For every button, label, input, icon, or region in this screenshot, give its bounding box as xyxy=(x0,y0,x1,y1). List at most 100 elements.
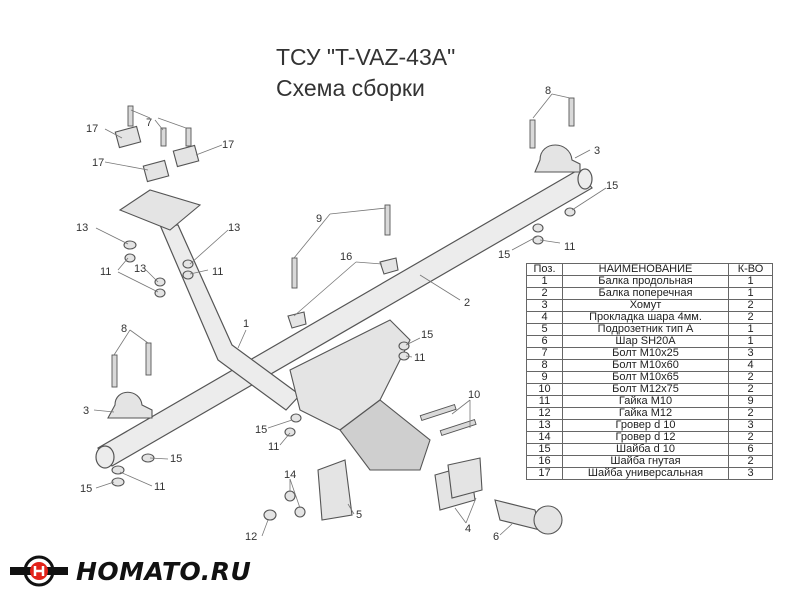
logo-text: HOMATO.RU xyxy=(76,556,252,586)
row-position: 7 xyxy=(526,347,563,360)
callout-11: 11 xyxy=(268,441,279,453)
callout-16: 16 xyxy=(340,251,352,263)
row-quantity: 2 xyxy=(728,431,773,444)
transverse-beam xyxy=(95,168,593,469)
row-position: 9 xyxy=(526,371,563,384)
row-name: Гайка М10 xyxy=(562,395,729,408)
row-name: Гровер d 10 xyxy=(562,419,729,432)
row-position: 12 xyxy=(526,407,563,420)
row-position: 8 xyxy=(526,359,563,372)
row-quantity: 2 xyxy=(728,407,773,420)
row-quantity: 2 xyxy=(728,371,773,384)
callout-8: 8 xyxy=(121,323,127,335)
row-name: Болт М10х60 xyxy=(562,359,729,372)
row-position: 16 xyxy=(526,455,563,468)
row-name: Балка продольная xyxy=(562,275,729,288)
ball-spacers xyxy=(434,457,483,511)
header-quantity: К-ВО xyxy=(728,263,773,276)
tow-ball xyxy=(494,499,563,535)
row-quantity: 9 xyxy=(728,395,773,408)
row-position: 4 xyxy=(526,311,563,324)
row-position: 5 xyxy=(526,323,563,336)
callout-7: 7 xyxy=(146,117,152,129)
row-position: 11 xyxy=(526,395,563,408)
homato-logo: HOMATO.RU xyxy=(8,551,251,591)
callout-13: 13 xyxy=(228,222,240,234)
callout-5: 5 xyxy=(356,509,362,521)
callout-3: 3 xyxy=(83,405,89,417)
callout-labels: 17 7 17 17 8 3 15 13 13 11 13 11 9 16 15… xyxy=(76,85,618,543)
row-position: 15 xyxy=(526,443,563,456)
row-quantity: 2 xyxy=(728,311,773,324)
callout-10: 10 xyxy=(468,389,480,401)
socket-plate xyxy=(317,459,353,521)
row-quantity: 1 xyxy=(728,323,773,336)
callout-2: 2 xyxy=(464,297,470,309)
callout-17: 17 xyxy=(222,139,234,151)
callout-8: 8 xyxy=(545,85,551,97)
row-name: Шайба универсальная xyxy=(562,467,729,480)
callout-17: 17 xyxy=(86,123,98,135)
clamp-left xyxy=(107,391,153,419)
callout-13: 13 xyxy=(76,222,88,234)
row-position: 10 xyxy=(526,383,563,396)
row-name: Хомут xyxy=(562,299,729,312)
row-name: Прокладка шара 4мм. xyxy=(562,311,729,324)
row-name: Гровер d 12 xyxy=(562,431,729,444)
clamp-top xyxy=(534,144,581,173)
row-quantity: 2 xyxy=(728,299,773,312)
row-quantity: 1 xyxy=(728,275,773,288)
row-name: Подрозетник тип А xyxy=(562,323,729,336)
row-quantity: 3 xyxy=(728,347,773,360)
row-position: 3 xyxy=(526,299,563,312)
bolts xyxy=(111,97,575,436)
diagram-title: ТСУ "T-VAZ-43A" xyxy=(276,44,456,70)
callout-15: 15 xyxy=(606,180,618,192)
longitudinal-beam xyxy=(118,189,301,411)
row-name: Болт М12х75 xyxy=(562,383,729,396)
row-name: Шайба гнутая xyxy=(562,455,729,468)
header-position: Поз. xyxy=(526,263,563,276)
callout-11: 11 xyxy=(154,481,165,493)
row-name: Балка поперечная xyxy=(562,287,729,300)
callout-17: 17 xyxy=(92,157,104,169)
row-position: 6 xyxy=(526,335,563,348)
callout-4: 4 xyxy=(465,523,471,535)
row-position: 2 xyxy=(526,287,563,300)
callout-11: 11 xyxy=(212,266,223,278)
callout-12: 12 xyxy=(245,531,257,543)
callout-3: 3 xyxy=(594,145,600,157)
row-position: 1 xyxy=(526,275,563,288)
row-name: Шар SH20A xyxy=(562,335,729,348)
callout-15: 15 xyxy=(255,424,267,436)
callout-15: 15 xyxy=(170,453,182,465)
header-name: НАИМЕНОВАНИЕ xyxy=(562,263,729,276)
table-header-row: Поз. НАИМЕНОВАНИЕ К-ВО xyxy=(526,263,773,276)
callout-15: 15 xyxy=(80,483,92,495)
callout-6: 6 xyxy=(493,531,499,543)
callout-13: 13 xyxy=(134,263,146,275)
row-quantity: 2 xyxy=(728,383,773,396)
callout-1: 1 xyxy=(243,318,249,330)
row-quantity: 1 xyxy=(728,287,773,300)
callout-15: 15 xyxy=(498,249,510,261)
homato-logo-icon xyxy=(10,555,68,587)
callout-11: 11 xyxy=(100,266,111,278)
row-quantity: 4 xyxy=(728,359,773,372)
row-quantity: 2 xyxy=(728,455,773,468)
row-quantity: 6 xyxy=(728,443,773,456)
